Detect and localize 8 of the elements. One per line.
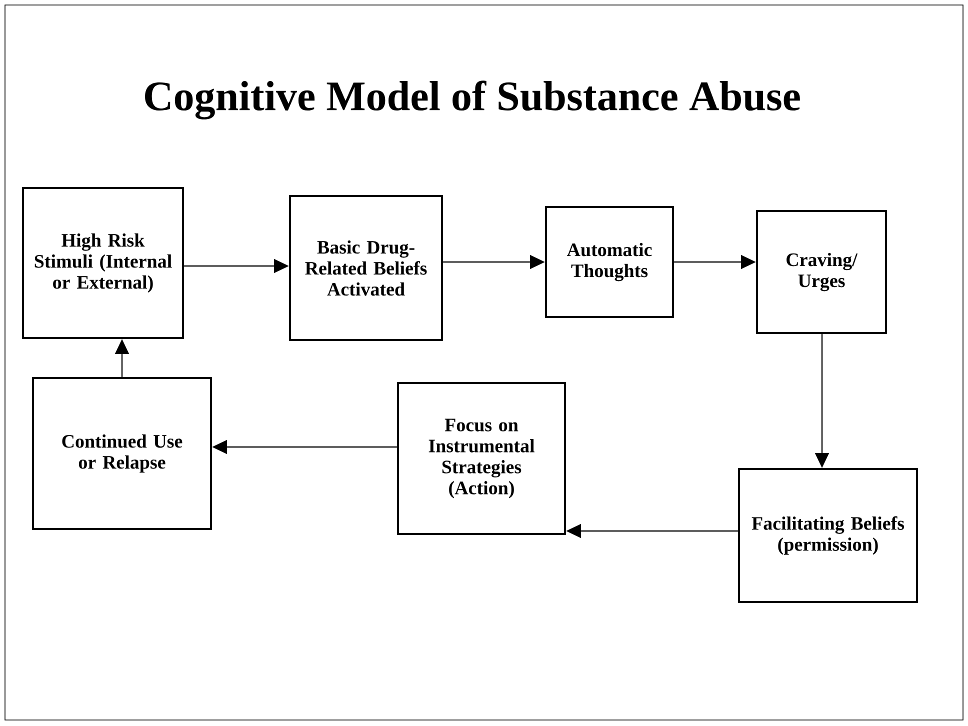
process-box: High Risk Stimuli (Internal or External) [22, 187, 184, 339]
process-box: Craving/ Urges [756, 210, 888, 334]
process-box: Continued Use or Relapse [32, 377, 212, 530]
title: Cognitive Model of Substance Abuse [145, 80, 800, 120]
process-box: Facilitating Beliefs (permission) [738, 468, 918, 603]
process-box: Focus on Instrumental Strategies (Action) [397, 382, 566, 535]
process-box: Basic Drug-Related Beliefs Activated [289, 195, 443, 341]
process-box: Automatic Thoughts [545, 206, 674, 318]
